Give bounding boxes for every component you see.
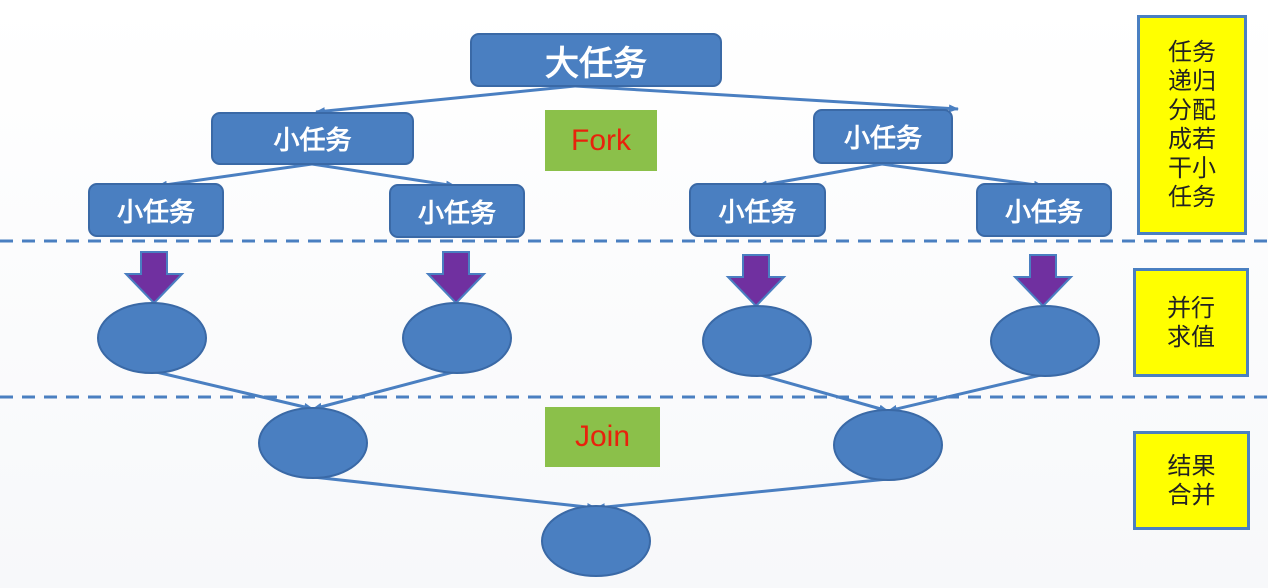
small-task-node-mid-right: 小任务 — [813, 109, 953, 164]
big-task-node: 大任务 — [470, 33, 722, 87]
edge-leaf-1-to-join-left — [151, 369, 314, 411]
side-note-split-text: 任务递归分配成若干小任务 — [1168, 38, 1216, 211]
result-node-3 — [702, 305, 812, 377]
side-note-split: 任务递归分配成若干小任务 — [1137, 15, 1247, 235]
join-label: Join — [545, 407, 660, 467]
fork-label-text: Fork — [571, 123, 631, 157]
edge-mid-left-to-leaf-1 — [157, 162, 313, 189]
edge-mid-left-to-leaf-2 — [311, 162, 456, 189]
down-arrow-1 — [123, 251, 185, 305]
fork-label: Fork — [545, 110, 657, 171]
edge-leaf-2-to-join-left — [312, 369, 458, 411]
edge-big-to-mid-right — [574, 84, 959, 113]
side-note-compute-text: 并行求值 — [1167, 293, 1215, 351]
final-result-node — [541, 505, 651, 577]
result-node-1 — [97, 302, 207, 374]
edge-mid-right-to-leaf-4 — [881, 162, 1044, 189]
edge-big-to-mid-left — [315, 84, 576, 116]
small-task-node-leaf-4: 小任务 — [976, 183, 1112, 237]
small-task-node-mid-left: 小任务 — [211, 112, 414, 165]
small-task-label: 小任务 — [1004, 197, 1083, 228]
edge-mid-right-to-leaf-3 — [757, 162, 883, 189]
down-arrow-2 — [425, 251, 487, 305]
edge-leaf-3-to-join-right — [756, 372, 889, 413]
down-arrow-3 — [725, 254, 787, 308]
down-arrow-4 — [1012, 254, 1074, 308]
edge-leaf-4-to-join-right — [887, 372, 1046, 413]
small-task-node-leaf-1: 小任务 — [88, 183, 224, 237]
small-task-label: 小任务 — [273, 126, 352, 156]
result-node-2 — [402, 302, 512, 374]
big-task-label: 大任务 — [545, 43, 647, 84]
small-task-label: 小任务 — [116, 197, 195, 228]
small-task-label: 小任务 — [843, 124, 922, 154]
edge-join-right-to-final — [595, 477, 889, 512]
join-node-left — [258, 407, 368, 479]
result-node-4 — [990, 305, 1100, 377]
small-task-node-leaf-3: 小任务 — [689, 183, 826, 237]
small-task-label: 小任务 — [417, 198, 496, 229]
side-note-merge-text: 结果合并 — [1167, 451, 1216, 509]
small-task-node-leaf-2: 小任务 — [389, 184, 525, 238]
small-task-label: 小任务 — [718, 197, 797, 228]
edge-join-left-to-final — [312, 475, 597, 511]
side-note-compute: 并行求值 — [1133, 268, 1249, 377]
join-label-text: Join — [574, 420, 631, 453]
join-node-right — [833, 409, 943, 481]
side-note-merge: 结果合并 — [1133, 431, 1250, 530]
